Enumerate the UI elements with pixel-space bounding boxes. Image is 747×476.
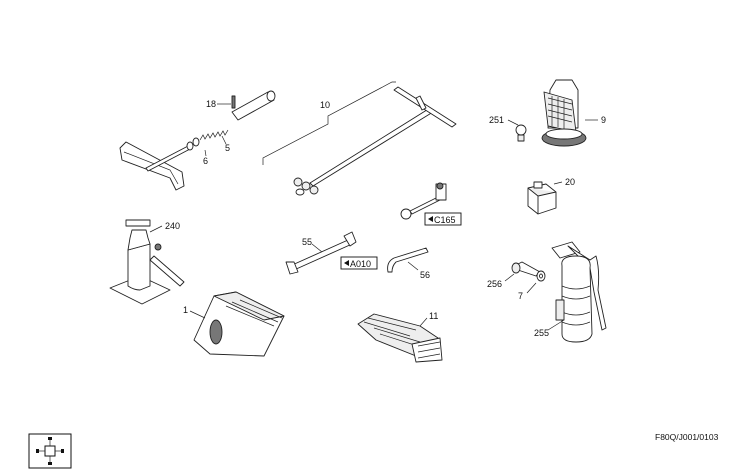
wheel-chock-part: [193, 291, 285, 357]
navigation-symbol-icon: [28, 433, 72, 469]
ref-a010: A010: [350, 259, 371, 269]
bulb-part: [515, 124, 527, 142]
drawing-code: F80Q/J001/0103: [655, 432, 719, 442]
label-20: 20: [565, 177, 575, 187]
label-1: 1: [183, 305, 188, 315]
relay-box-part: [527, 181, 557, 215]
ref-arrow-c165: [428, 216, 433, 222]
wheel-brace-part: [262, 81, 457, 196]
label-6: 6: [203, 156, 208, 166]
label-11: 11: [429, 311, 438, 321]
label-18: 18: [206, 99, 216, 109]
label-10: 10: [320, 100, 330, 110]
inspection-lamp-part: [541, 79, 587, 147]
label-5: 5: [225, 143, 230, 153]
label-251: 251: [489, 115, 504, 125]
warning-triangle-part: [119, 90, 276, 191]
spanner-part: [285, 231, 357, 275]
label-255: 255: [534, 328, 549, 338]
label-55: 55: [302, 237, 312, 247]
ref-c165: C165: [434, 215, 456, 225]
washer-part: [536, 270, 546, 282]
tool-roll-part: [357, 313, 443, 363]
jack-part: [109, 219, 185, 305]
label-56: 56: [420, 270, 430, 280]
hook-tool-part: [387, 247, 429, 273]
label-256: 256: [487, 279, 502, 289]
ref-arrow-a010: [344, 260, 349, 266]
label-7: 7: [518, 291, 523, 301]
bolt-part: [511, 261, 541, 277]
ref-box-a010: [340, 256, 378, 270]
key-part: [400, 182, 447, 220]
label-9: 9: [601, 115, 606, 125]
ref-box-c165: [424, 212, 462, 226]
label-240: 240: [165, 221, 180, 231]
fire-extinguisher-part: [551, 241, 607, 343]
